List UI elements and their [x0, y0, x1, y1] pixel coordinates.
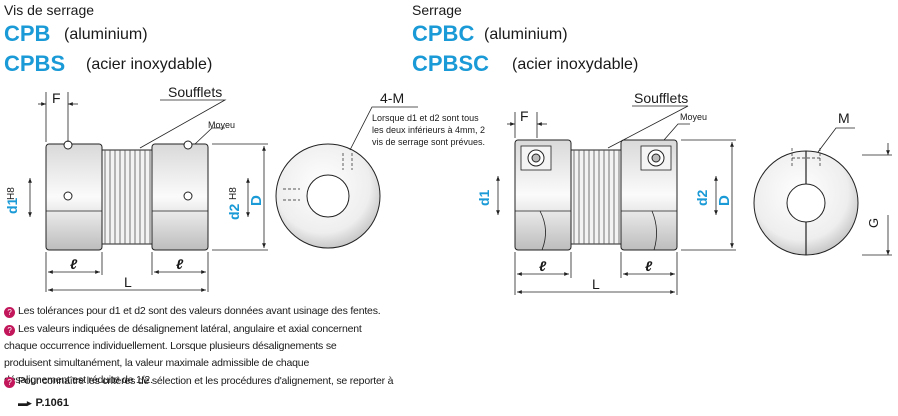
right-material-1: (aluminium): [484, 26, 568, 43]
left-label-soufflets: Soufflets: [168, 84, 223, 100]
left-label-d2-tol: H8: [228, 187, 239, 200]
right-label-l-right: ℓ: [645, 258, 653, 274]
left-label-d2: d2: [226, 203, 242, 220]
left-label-f: F: [52, 90, 61, 106]
note-1: ?Les tolérances pour d1 et d2 sont des v…: [4, 303, 381, 320]
right-label-d: D: [716, 195, 733, 206]
note-2: ?Les valeurs indiquées de désalignement …: [4, 321, 376, 389]
right-label-moyeu: Moyeu: [680, 112, 708, 122]
right-label-d2: d2: [694, 189, 710, 206]
note-3-text: Pour connaître les critères de sélection…: [18, 375, 394, 387]
info-icon: ?: [4, 325, 15, 336]
left-hub-a: [45, 143, 103, 251]
right-label-g: G: [866, 217, 881, 228]
note-1-text: Les tolérances pour d1 et d2 sont des va…: [18, 305, 381, 317]
left-label-4m: 4-M: [380, 90, 405, 106]
note-2-text: Les valeurs indiquées de désalignement l…: [4, 323, 362, 386]
left-label-d: D: [248, 195, 265, 206]
left-coupling-end-view: [275, 106, 418, 249]
left-label-length: L: [124, 274, 132, 290]
info-icon: ?: [4, 307, 15, 318]
left-material-1: (aluminium): [64, 26, 148, 43]
right-heading: Serrage: [412, 2, 462, 18]
right-label-soufflets: Soufflets: [634, 90, 689, 106]
left-code-cpbs: CPBS: [4, 51, 66, 76]
left-label-l-left: ℓ: [70, 256, 78, 272]
note-3: ?Pour connaître les critères de sélectio…: [4, 373, 393, 390]
left-bellows: [101, 149, 153, 245]
left-code-cpb: CPB: [4, 21, 51, 46]
right-label-length: L: [592, 276, 600, 292]
page-ref-icon: ▬▸: [18, 398, 32, 408]
left-label-d1: d1: [4, 197, 20, 214]
right-code-cpbc: CPBC: [412, 21, 475, 46]
right-label-m: M: [838, 110, 850, 126]
left-label-l-right: ℓ: [176, 256, 184, 272]
left-label-d1-tol: H8: [6, 187, 17, 200]
right-coupling-end-view: [753, 127, 892, 256]
right-dimensions: [496, 105, 736, 295]
left-coupling-side-view: [45, 140, 209, 251]
right-label-f: F: [520, 108, 529, 124]
right-code-cpbsc: CPBSC: [412, 51, 490, 76]
page-ref-link[interactable]: ▬▸P.1061: [18, 397, 69, 409]
right-material-2: (acier inoxydable): [512, 56, 639, 73]
info-icon: ?: [4, 377, 15, 388]
left-dimensions: [28, 92, 268, 292]
left-label-moyeu: Moyeu: [208, 120, 236, 130]
left-heading: Vis de serrage: [4, 2, 95, 18]
right-coupling-side-view: [514, 139, 678, 251]
left-hub-b: [151, 143, 209, 251]
right-label-l-left: ℓ: [539, 258, 547, 274]
page-ref-text: P.1061: [35, 397, 69, 409]
right-label-d1: d1: [476, 189, 492, 206]
left-screw-note: Lorsque d1 et d2 sont tous les deux infé…: [372, 113, 486, 147]
left-material-2: (acier inoxydable): [86, 56, 213, 73]
